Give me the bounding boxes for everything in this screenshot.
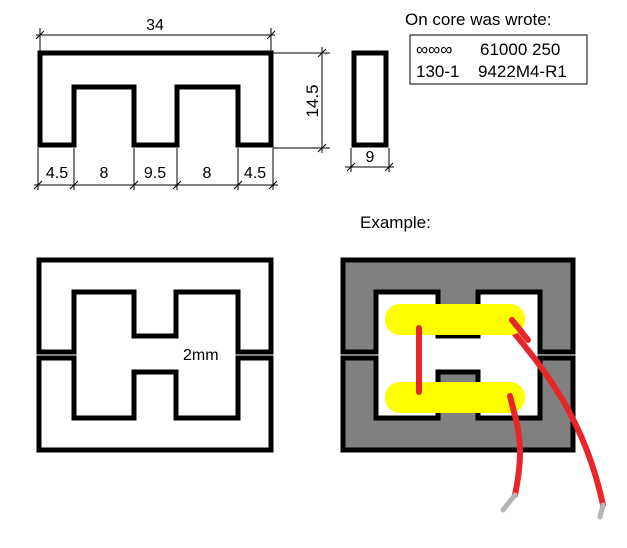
e-core-end-view (351, 50, 389, 148)
width-dimension (35, 28, 276, 53)
marking-box (409, 34, 588, 85)
ee-core-assembly (36, 257, 274, 453)
dim-center-leg: 9.5 (144, 165, 166, 182)
marking-heading: On core was wrote: (405, 10, 551, 29)
thickness-dimension (345, 148, 394, 172)
winding-upper-turns (385, 304, 525, 335)
bottom-dimensions (33, 148, 278, 190)
height-label: 14.5 (303, 84, 322, 117)
marking-code-3: 9422M4-R1 (478, 62, 567, 81)
winding-lower-turns (385, 382, 525, 413)
example-core-assembly (340, 257, 576, 453)
lower-e-core (36, 355, 274, 453)
dim-window-right: 8 (203, 165, 212, 182)
height-dimension (273, 47, 330, 153)
gap-label: 2mm (183, 347, 219, 364)
winding-coil (385, 304, 531, 415)
upper-e-core (36, 257, 274, 355)
dim-window-left: 8 (100, 165, 109, 182)
wire-top-tip (597, 502, 606, 520)
example-label: Example: (360, 213, 431, 232)
marking-code-2: 130-1 (416, 62, 459, 81)
marking-code-1: 61000 250 (480, 40, 560, 59)
wire-top-exit (509, 317, 531, 343)
wire-top (507, 325, 606, 508)
e-core-side-view (37, 50, 274, 148)
dim-outer-leg-right: 4.5 (244, 165, 266, 182)
dim-outer-leg-left: 4.5 (46, 165, 68, 182)
marking-symbol: ∞∞∞ (416, 40, 452, 59)
wire-bottom-exit (507, 393, 517, 415)
width-label: 34 (146, 17, 164, 34)
wire-bottom-tip (500, 492, 518, 513)
thickness-label: 9 (366, 149, 375, 166)
